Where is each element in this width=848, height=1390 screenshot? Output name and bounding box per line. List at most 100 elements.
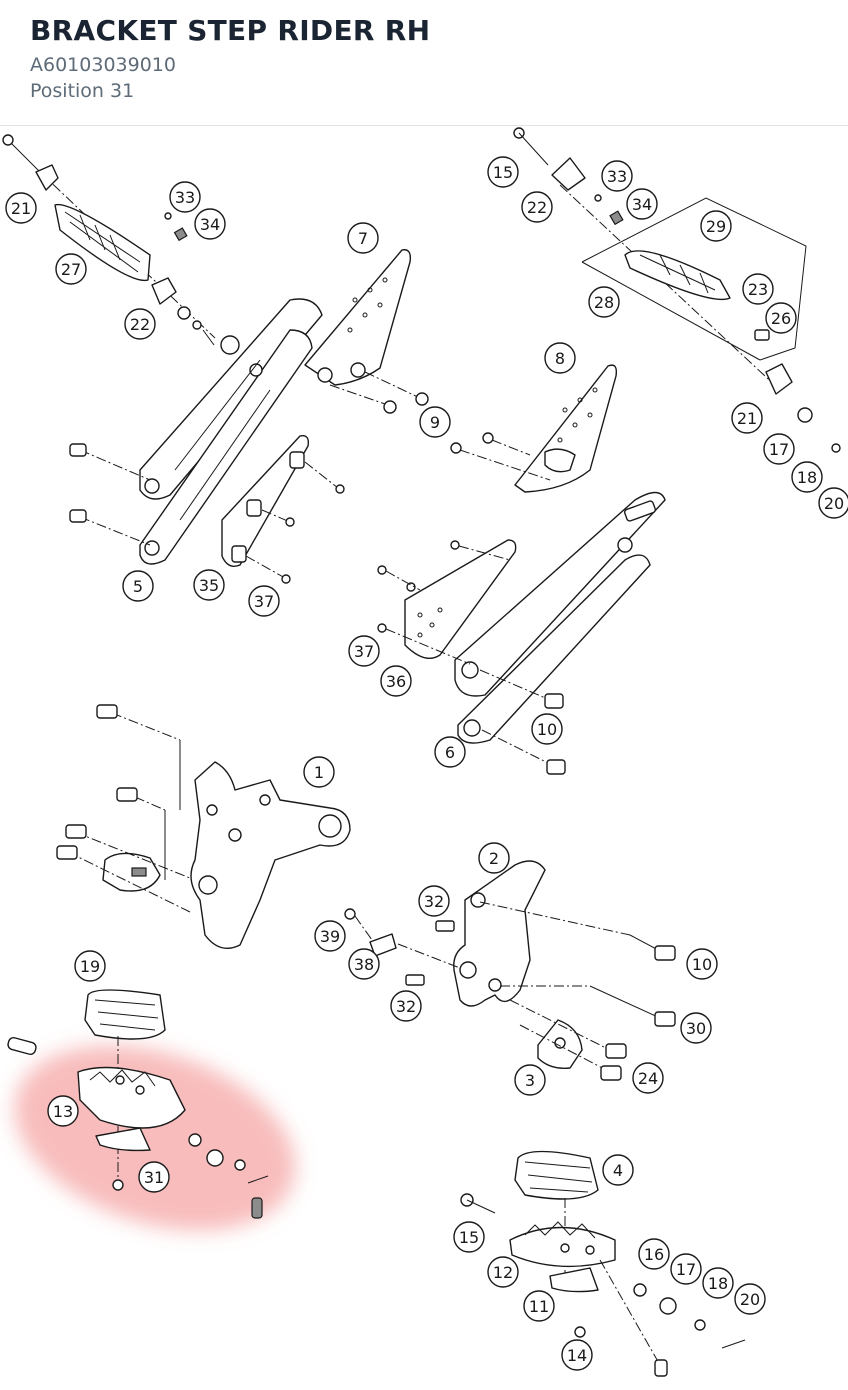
callout-23[interactable]: 23: [742, 273, 774, 305]
callout-13[interactable]: 13: [47, 1095, 79, 1127]
svg-text:10: 10: [692, 955, 712, 974]
callout-15-bottom[interactable]: 15: [453, 1221, 485, 1253]
callout-36[interactable]: 36: [380, 665, 412, 697]
callout-4[interactable]: 4: [602, 1154, 634, 1186]
svg-text:3: 3: [525, 1071, 535, 1090]
callout-20-top[interactable]: 20: [818, 487, 848, 519]
callout-21-right[interactable]: 21: [731, 402, 763, 434]
callout-35[interactable]: 35: [193, 569, 225, 601]
svg-text:34: 34: [200, 215, 220, 234]
callout-20-bottom[interactable]: 20: [734, 1283, 766, 1315]
callout-27[interactable]: 27: [55, 253, 87, 285]
callout-12[interactable]: 12: [487, 1256, 519, 1288]
svg-text:22: 22: [527, 198, 547, 217]
callout-29[interactable]: 29: [700, 210, 732, 242]
part-header: BRACKET STEP RIDER RH A60103039010 Posit…: [0, 0, 848, 126]
svg-text:28: 28: [594, 293, 614, 312]
svg-text:17: 17: [676, 1260, 696, 1279]
heel-guard-7: [304, 249, 429, 414]
callout-5[interactable]: 5: [122, 570, 154, 602]
callout-16[interactable]: 16: [638, 1238, 670, 1270]
svg-text:9: 9: [430, 413, 440, 432]
svg-text:7: 7: [358, 229, 368, 248]
svg-text:20: 20: [740, 1290, 760, 1309]
svg-text:24: 24: [638, 1069, 658, 1088]
svg-text:22: 22: [130, 315, 150, 334]
svg-text:39: 39: [320, 927, 340, 946]
svg-text:12: 12: [493, 1263, 513, 1282]
svg-text:26: 26: [771, 309, 791, 328]
rider-bracket-5: [69, 298, 323, 565]
plate-35: [221, 435, 345, 584]
callout-38[interactable]: 38: [348, 948, 380, 980]
callout-28[interactable]: 28: [588, 286, 620, 318]
callout-31[interactable]: 31: [138, 1161, 170, 1193]
footpeg-right-group: [513, 127, 841, 453]
callout-17-top[interactable]: 17: [763, 433, 795, 465]
svg-text:32: 32: [424, 892, 444, 911]
callout-18-top[interactable]: 18: [791, 461, 823, 493]
rider-bracket-6: [454, 491, 666, 775]
plate-36: [377, 539, 517, 665]
callout-1[interactable]: 1: [303, 756, 335, 788]
svg-text:8: 8: [555, 349, 565, 368]
passenger-footpeg-left-group: [2, 134, 216, 346]
callout-6[interactable]: 6: [434, 736, 466, 768]
callout-21-left[interactable]: 21: [5, 192, 37, 224]
part-number: A60103039010: [30, 54, 176, 76]
svg-text:20: 20: [824, 494, 844, 513]
callout-30[interactable]: 30: [680, 1012, 712, 1044]
svg-text:38: 38: [354, 955, 374, 974]
svg-text:29: 29: [706, 217, 726, 236]
callout-32-upper[interactable]: 32: [418, 885, 450, 917]
part-title: BRACKET STEP RIDER RH: [30, 14, 431, 47]
svg-text:2: 2: [489, 849, 499, 868]
svg-text:32: 32: [396, 997, 416, 1016]
heel-guard-8: [450, 364, 618, 493]
callout-17-bottom[interactable]: 17: [670, 1253, 702, 1285]
svg-text:13: 13: [53, 1102, 73, 1121]
callout-37-right[interactable]: 37: [348, 635, 380, 667]
svg-text:1: 1: [314, 763, 324, 782]
callout-11[interactable]: 11: [523, 1290, 555, 1322]
callout-34-left[interactable]: 34: [194, 208, 226, 240]
svg-text:36: 36: [386, 672, 406, 691]
callout-24[interactable]: 24: [632, 1062, 664, 1094]
svg-text:33: 33: [607, 167, 627, 186]
callout-19[interactable]: 19: [74, 950, 106, 982]
callout-37-left[interactable]: 37: [248, 585, 280, 617]
svg-text:27: 27: [61, 260, 81, 279]
svg-text:15: 15: [493, 163, 513, 182]
callout-32-lower[interactable]: 32: [390, 990, 422, 1022]
svg-text:10: 10: [537, 720, 557, 739]
footpeg-4-12-group: [460, 1150, 746, 1377]
callout-3[interactable]: 3: [514, 1064, 546, 1096]
callout-33-right[interactable]: 33: [601, 160, 633, 192]
callout-18-bottom[interactable]: 18: [702, 1267, 734, 1299]
callout-33-left[interactable]: 33: [169, 181, 201, 213]
callout-9[interactable]: 9: [419, 406, 451, 438]
callout-14[interactable]: 14: [561, 1339, 593, 1371]
svg-text:4: 4: [613, 1161, 623, 1180]
svg-text:30: 30: [686, 1019, 706, 1038]
callout-34-right[interactable]: 34: [626, 188, 658, 220]
callout-39[interactable]: 39: [314, 920, 346, 952]
svg-text:5: 5: [133, 577, 143, 596]
svg-text:18: 18: [797, 468, 817, 487]
callout-8[interactable]: 8: [544, 342, 576, 374]
svg-text:31: 31: [144, 1168, 164, 1187]
svg-text:37: 37: [254, 592, 274, 611]
callout-22-left[interactable]: 22: [124, 308, 156, 340]
callout-22-right[interactable]: 22: [521, 191, 553, 223]
callout-7[interactable]: 7: [347, 222, 379, 254]
callout-26[interactable]: 26: [765, 302, 797, 334]
callout-10-upper[interactable]: 10: [531, 713, 563, 745]
callout-15-top[interactable]: 15: [487, 156, 519, 188]
svg-text:19: 19: [80, 957, 100, 976]
callout-2[interactable]: 2: [478, 842, 510, 874]
svg-text:18: 18: [708, 1274, 728, 1293]
svg-text:15: 15: [459, 1228, 479, 1247]
position-label: Position 31: [30, 80, 135, 102]
svg-text:14: 14: [567, 1346, 587, 1365]
callout-10-lower[interactable]: 10: [686, 948, 718, 980]
